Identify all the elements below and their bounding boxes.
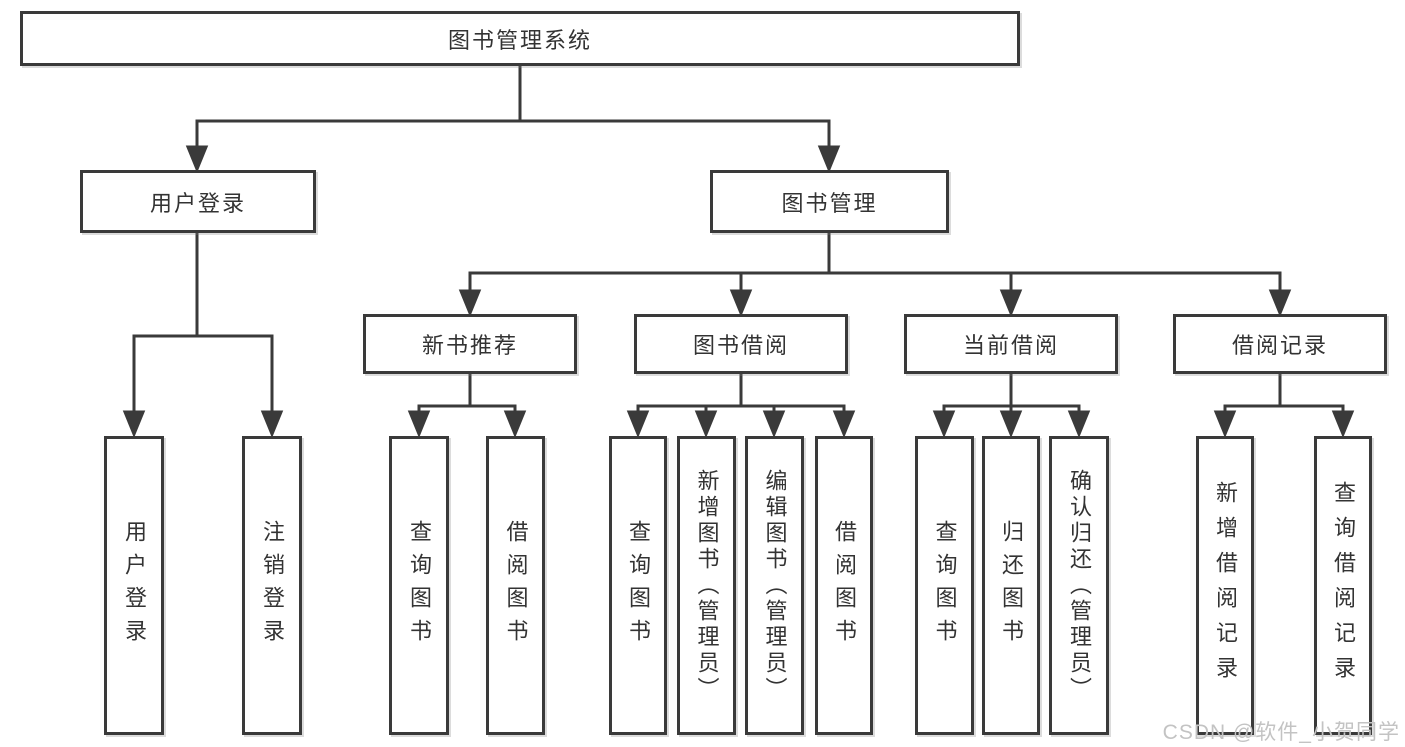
leaf-return-books: 归还图书 (982, 436, 1040, 735)
leaf-query-books-borrowing-label: 查询图书 (626, 519, 651, 652)
leaf-add-borrow-record-label: 新增借阅记录 (1213, 480, 1238, 691)
node-root: 图书管理系统 (20, 11, 1020, 66)
node-borrowing-records: 借阅记录 (1173, 314, 1387, 374)
leaf-query-borrow-record: 查询借阅记录 (1314, 436, 1372, 735)
leaf-query-books-recommend-label: 查询图书 (407, 519, 432, 652)
leaf-confirm-return-admin-label: 确认归还（管理员） (1067, 468, 1092, 703)
leaf-add-borrow-record: 新增借阅记录 (1196, 436, 1254, 735)
node-book-borrowing-label: 图书借阅 (692, 333, 789, 358)
node-borrowing-records-label: 借阅记录 (1231, 333, 1328, 358)
leaf-edit-books-admin: 编辑图书（管理员） (745, 436, 804, 735)
node-book-management-label: 图书管理 (781, 190, 878, 216)
leaf-add-books-admin: 新增图书（管理员） (677, 436, 736, 735)
leaf-add-books-admin-label: 新增图书（管理员） (694, 468, 720, 703)
leaf-query-books-current-label: 查询图书 (932, 519, 958, 652)
leaf-borrow-books-recommend-label: 借阅图书 (503, 519, 529, 652)
node-user-login-label: 用户登录 (149, 190, 246, 216)
leaf-query-books-borrowing: 查询图书 (609, 436, 667, 735)
leaf-query-books-current: 查询图书 (915, 436, 974, 735)
node-user-login: 用户登录 (80, 170, 316, 233)
node-new-book-recommend: 新书推荐 (363, 314, 577, 374)
leaf-query-borrow-record-label: 查询借阅记录 (1331, 480, 1356, 691)
node-new-book-recommend-label: 新书推荐 (421, 333, 518, 358)
node-root-label: 图书管理系统 (447, 27, 592, 53)
leaf-logout-label: 注销登录 (260, 519, 285, 652)
node-current-borrowing: 当前借阅 (904, 314, 1118, 374)
node-current-borrowing-label: 当前借阅 (962, 333, 1059, 358)
leaf-return-books-label: 归还图书 (999, 519, 1024, 652)
leaf-borrow-books-label: 借阅图书 (832, 519, 857, 652)
node-book-management: 图书管理 (710, 170, 949, 233)
leaf-borrow-books-recommend: 借阅图书 (486, 436, 545, 735)
leaf-confirm-return-admin: 确认归还（管理员） (1049, 436, 1109, 735)
leaf-user-login-label: 用户登录 (122, 519, 147, 652)
node-book-borrowing: 图书借阅 (634, 314, 848, 374)
leaf-logout: 注销登录 (242, 436, 302, 735)
leaf-user-login: 用户登录 (104, 436, 164, 735)
leaf-query-books-recommend: 查询图书 (389, 436, 449, 735)
csdn-watermark: CSDN @软件_小贺同学 (1162, 721, 1400, 744)
leaf-edit-books-admin-label: 编辑图书（管理员） (762, 468, 788, 703)
leaf-borrow-books: 借阅图书 (815, 436, 873, 735)
